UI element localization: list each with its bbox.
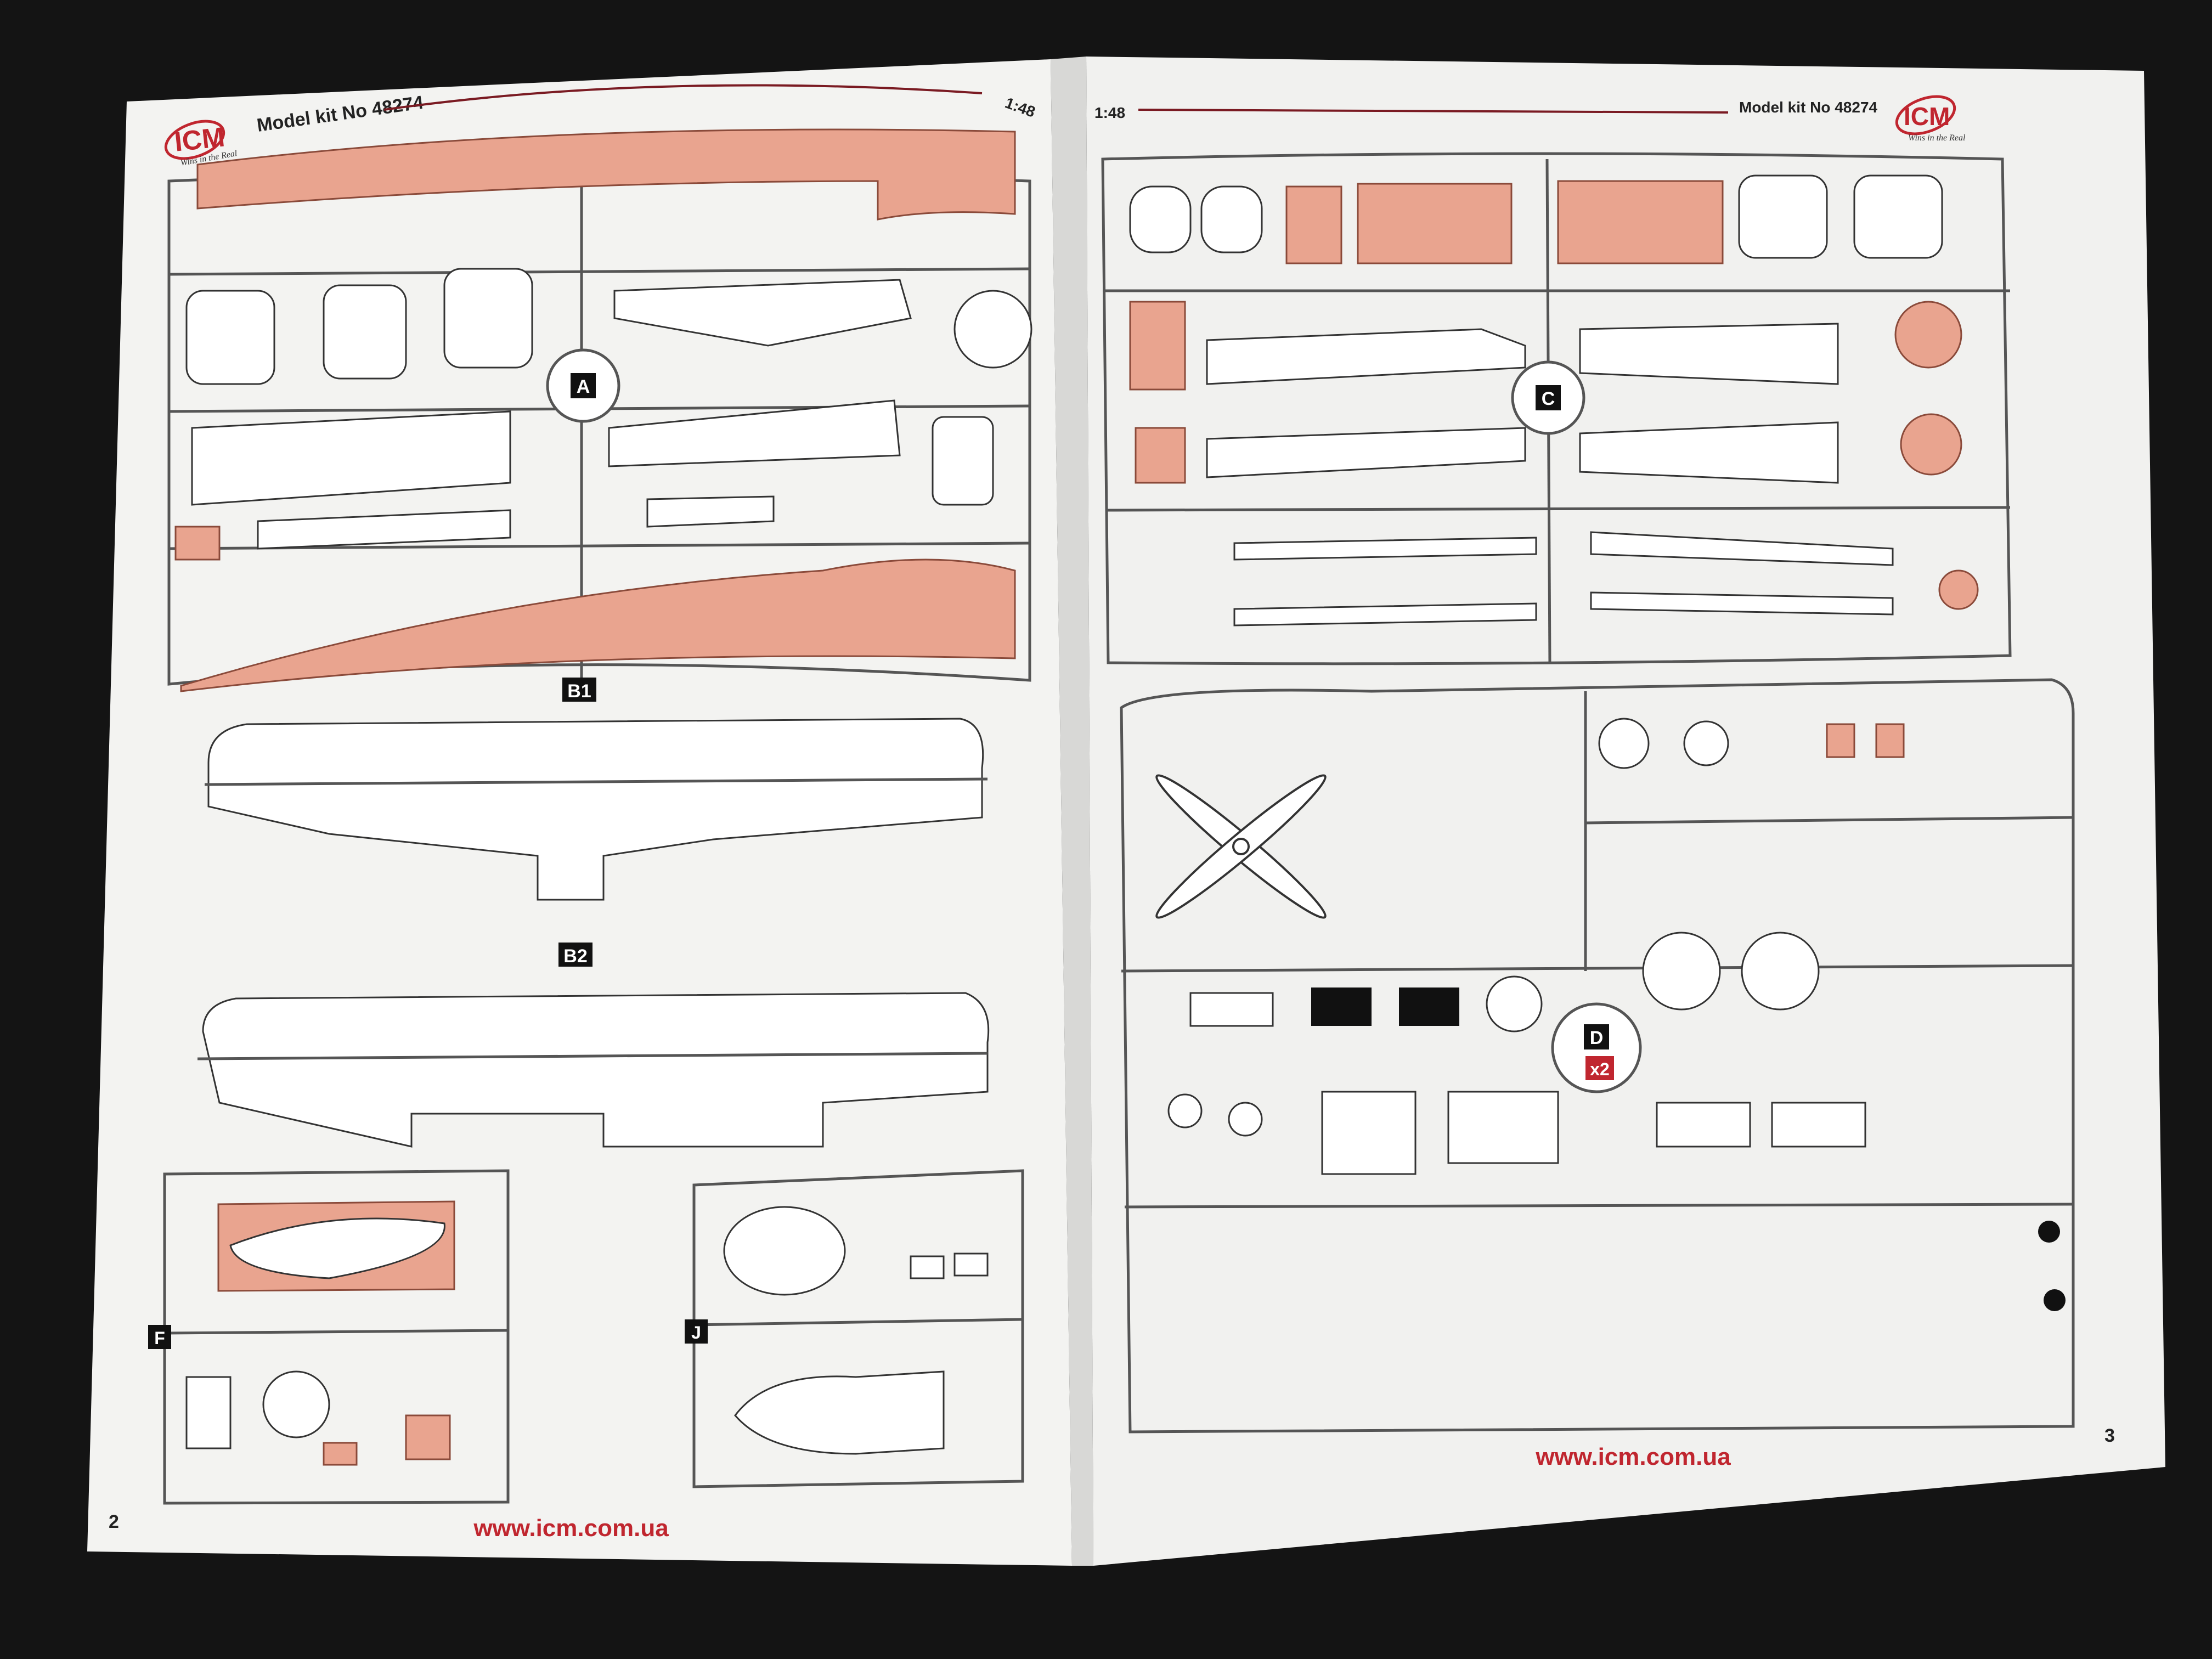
icm-logo-tagline: Wins in the Real (1908, 133, 1966, 143)
sprue-c-label: C (1542, 388, 1555, 409)
sprue-c: C (1101, 152, 2012, 665)
sprue-d-badge (1584, 1024, 1609, 1049)
fuselage-half-bottom (180, 558, 1016, 692)
right-website[interactable]: www.icm.com.ua (1535, 1443, 1731, 1470)
fuselage-half-top (196, 128, 1016, 221)
sprue-f: F (148, 1169, 510, 1505)
left-page-number: 2 (109, 1511, 119, 1532)
sprue-b2-label: B2 (563, 946, 587, 967)
scale-label: 1:48 (1094, 104, 1125, 121)
sprue-d-count-badge (1585, 1056, 1614, 1080)
sprue-j: J (685, 1169, 1024, 1488)
header-rule (383, 84, 983, 111)
sprue-b2-badge (558, 943, 592, 967)
sprue-a: A (167, 128, 1032, 692)
sprue-b2: B2 (197, 943, 990, 1148)
sprue-d-label: D (1590, 1028, 1604, 1048)
kit-number: Model kit No 48274 (1739, 99, 1878, 116)
icm-logo (164, 120, 225, 160)
sprue-f-badge (148, 1325, 171, 1349)
icm-logo-text: ICM (173, 121, 226, 157)
sprue-a-label: A (577, 376, 590, 397)
spine-shadow (1051, 57, 1093, 1566)
icm-logo (1895, 95, 1956, 136)
sprue-b1-badge (562, 678, 596, 702)
sprue-b1-label: B1 (567, 681, 591, 702)
sprue-a-badge (571, 373, 596, 398)
right-page-number: 3 (2104, 1425, 2115, 1446)
sprue-d-count: x2 (1590, 1059, 1610, 1079)
sprue-j-label: J (691, 1323, 701, 1342)
sprue-f-label: F (154, 1328, 165, 1348)
header-rule (1138, 109, 1729, 114)
sprue-b1: B1 (204, 678, 988, 901)
left-website[interactable]: www.icm.com.ua (473, 1515, 669, 1542)
sprue-d: D x2 (1120, 678, 2075, 1434)
sprue-j-badge (685, 1319, 708, 1344)
propeller (1155, 774, 1327, 919)
icm-logo-text: ICM (1904, 102, 1950, 131)
sprue-c-badge (1536, 385, 1561, 410)
right-header: 1:48 Model kit No 48274 ICM Wins in the … (1094, 95, 1966, 143)
